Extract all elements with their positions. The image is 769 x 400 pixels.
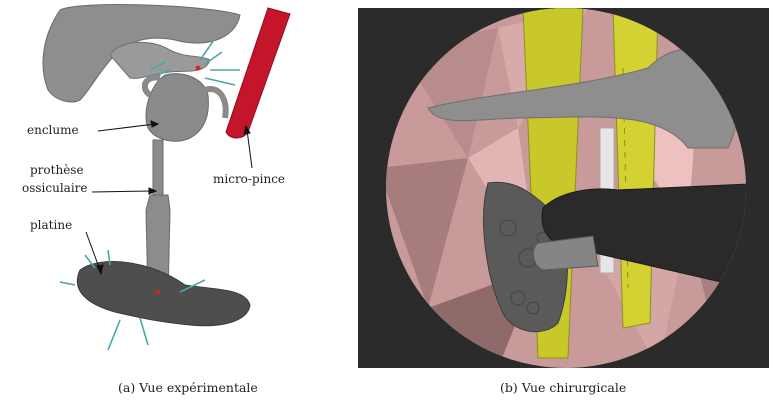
label-prothese-line1: prothèse bbox=[30, 163, 84, 177]
label-prothese-line2: ossiculaire bbox=[22, 181, 88, 195]
panel-experimental-view: enclume prothèse ossiculaire platine mic… bbox=[0, 0, 350, 370]
surgical-scene-illustration bbox=[358, 8, 769, 368]
caption-panel-a: (a) Vue expérimentale bbox=[118, 380, 258, 395]
label-enclume: enclume bbox=[27, 123, 79, 137]
label-micro-pince: micro-pince bbox=[213, 172, 285, 186]
label-platine: platine bbox=[30, 218, 72, 232]
panel-surgical-view bbox=[358, 8, 769, 368]
caption-panel-b: (b) Vue chirurgicale bbox=[500, 380, 626, 395]
